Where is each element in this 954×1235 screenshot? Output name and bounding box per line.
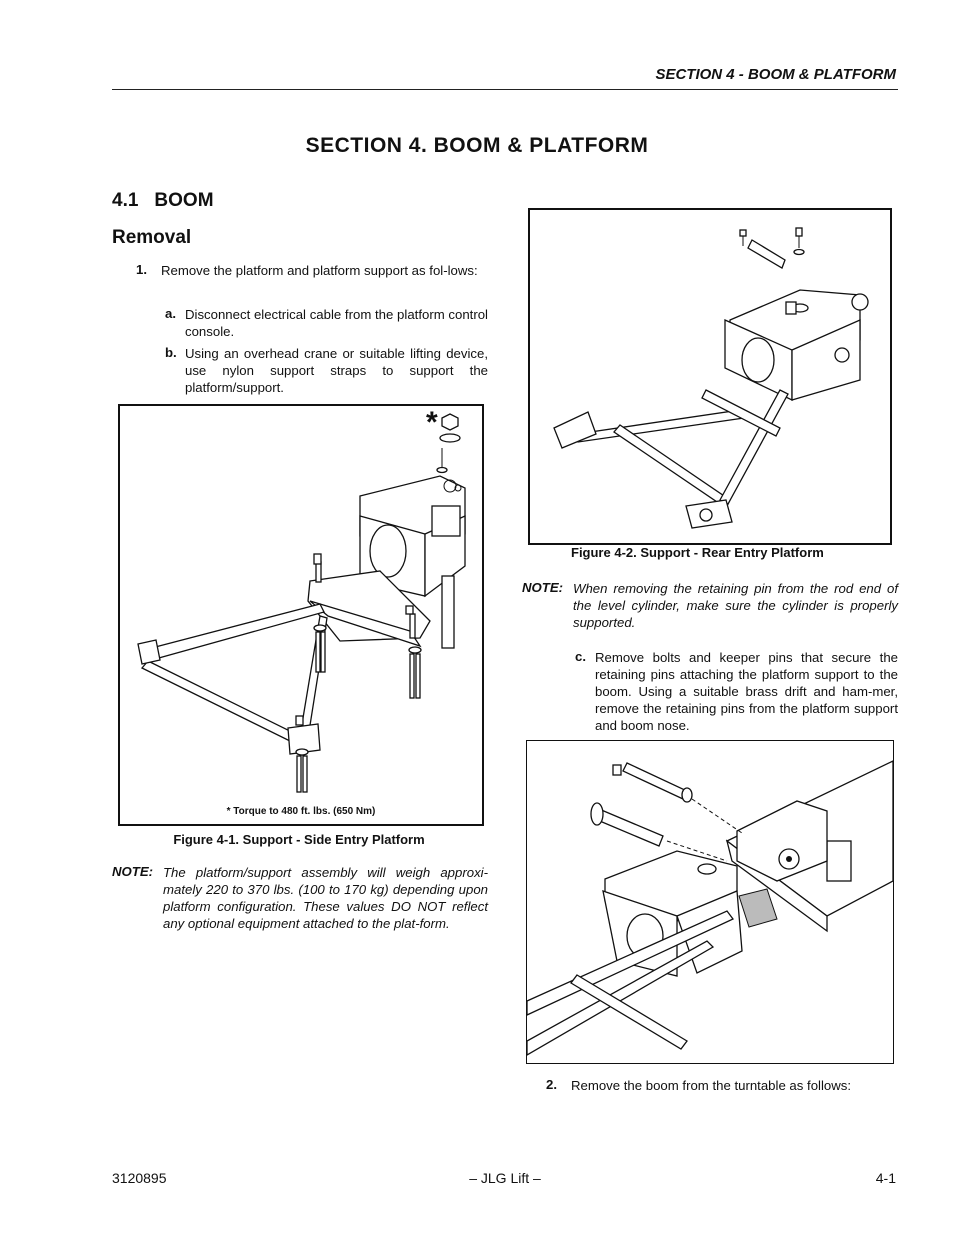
figure-boom-nose: [526, 740, 894, 1064]
footer-page-number: 4-1: [875, 1170, 896, 1186]
step-text: Remove the platform and platform support…: [161, 263, 478, 278]
step-1: 1. Remove the platform and platform supp…: [136, 262, 488, 279]
figure-4-2: [528, 208, 892, 545]
figure-4-1-caption: Figure 4-1. Support - Side Entry Platfor…: [173, 832, 425, 847]
step-2: 2. Remove the boom from the turntable as…: [546, 1077, 898, 1094]
torque-asterisk: *: [426, 406, 438, 439]
figure-4-1: * * Torque to 480 ft. lbs. (650 Nm): [118, 404, 484, 826]
step-number: 2.: [546, 1077, 557, 1092]
figure-4-2-caption: Figure 4-2. Support - Rear Entry Platfor…: [571, 545, 824, 560]
substep-letter: b.: [165, 345, 177, 360]
note-label: NOTE:: [112, 864, 154, 879]
substep-text: Using an overhead crane or suitable lift…: [185, 346, 488, 395]
step-1b: b. Using an overhead crane or suitable l…: [165, 345, 488, 396]
substep-letter: c.: [575, 649, 586, 664]
substep-text: Remove bolts and keeper pins that secure…: [595, 650, 898, 733]
footer-doc-number: 3120895: [112, 1170, 167, 1186]
side-entry-support-drawing: [137, 413, 466, 793]
header-rule: [112, 89, 898, 90]
heading-text: BOOM: [154, 190, 214, 211]
step-text: Remove the boom from the turntable as fo…: [571, 1078, 852, 1093]
running-header: SECTION 4 - BOOM & PLATFORM: [655, 66, 896, 83]
step-number: 1.: [136, 262, 147, 277]
note-text: The platform/support assembly will weigh…: [163, 865, 488, 931]
step-1a: a. Disconnect electrical cable from the …: [165, 306, 488, 340]
substep-letter: a.: [165, 306, 176, 321]
footer-center: – JLG Lift –: [469, 1170, 541, 1186]
heading-removal: Removal: [112, 227, 192, 248]
rear-entry-support-drawing: [553, 227, 869, 529]
substep-text: Disconnect electrical cable from the pla…: [185, 307, 488, 339]
note-text: When removing the retaining pin from the…: [573, 581, 898, 630]
section-title: SECTION 4. BOOM & PLATFORM: [305, 134, 649, 157]
torque-note: * Torque to 480 ft. lbs. (650 Nm): [226, 806, 376, 817]
boom-nose-drawing: [527, 760, 893, 1056]
note-label: NOTE:: [522, 580, 564, 595]
heading-4-1: 4.1 BOOM: [112, 190, 214, 212]
step-1c: c. Remove bolts and keeper pins that sec…: [575, 649, 898, 734]
heading-number: 4.1: [112, 190, 139, 211]
note-2: NOTE: When removing the retaining pin fr…: [522, 580, 898, 631]
note-1: NOTE: The platform/support assembly will…: [112, 864, 488, 932]
